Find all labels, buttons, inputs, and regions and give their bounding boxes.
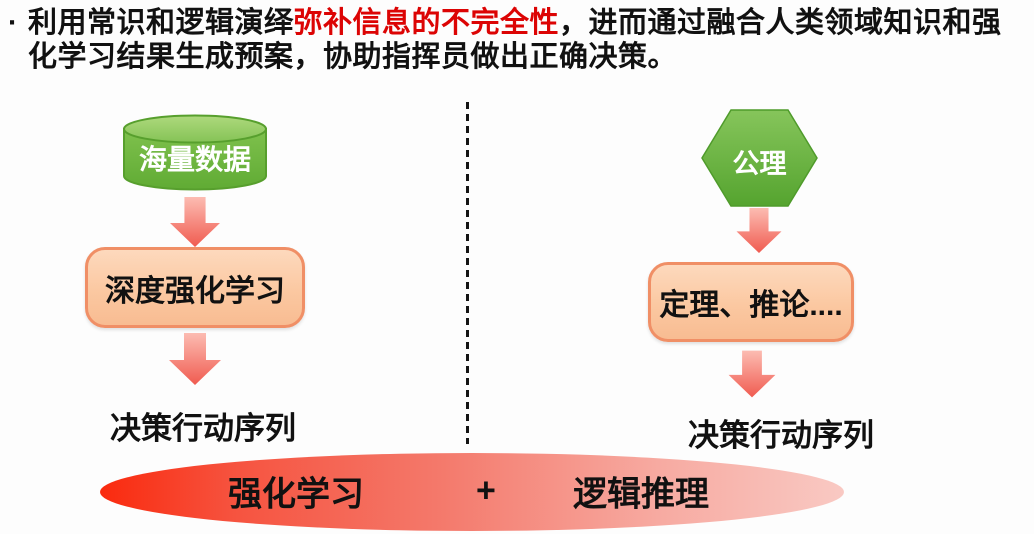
theorem-box-label: 定理、推论.... [659, 289, 843, 322]
plus-sign: + [476, 471, 496, 510]
drl-box-label: 深度强化学习 [105, 274, 285, 308]
right-output-label: 决策行动序列 [688, 418, 874, 453]
intro-paragraph: · 利用常识和逻辑演绎弥补信息的不完全性，进而通过融合人类领域知识和强 化学习结… [8, 6, 1028, 74]
dashed-divider-line [466, 102, 469, 444]
cylinder-label: 海量数据 [138, 144, 251, 175]
axiom-hexagon: 公理 [701, 109, 818, 207]
summary-right-label: 逻辑推理 [573, 475, 709, 514]
cylinder-shape-icon [123, 114, 267, 191]
hexagon-label: 公理 [732, 149, 787, 179]
drl-box: 深度强化学习 [85, 247, 305, 328]
down-arrow-icon [165, 197, 225, 247]
down-arrow-icon [725, 347, 779, 401]
down-arrow-icon [165, 331, 225, 387]
down-arrow-icon [732, 208, 786, 253]
bullet-dot: · [8, 7, 18, 39]
intro-red-emphasis: 弥补信息的不完全性 [293, 7, 560, 39]
intro-lines: 利用常识和逻辑演绎弥补信息的不完全性，进而通过融合人类领域知识和强 化学习结果生… [28, 6, 1028, 74]
summary-left-label: 强化学习 [228, 475, 364, 514]
intro-line1-rest: ，进而通过融合人类领域知识和强 [559, 7, 1002, 39]
intro-line-1: 利用常识和逻辑演绎弥补信息的不完全性，进而通过融合人类领域知识和强 [28, 6, 1028, 40]
data-cylinder: 海量数据 [122, 114, 268, 192]
theorem-box: 定理、推论.... [648, 262, 854, 342]
intro-line-2: 化学习结果生成预案，协助指挥员做出正确决策。 [28, 41, 678, 73]
hexagon-shape-icon [701, 109, 818, 207]
left-output-label: 决策行动序列 [110, 411, 296, 446]
summary-ellipse: 强化学习 + 逻辑推理 [100, 453, 844, 531]
intro-line1-start: 利用常识和逻辑演绎 [28, 7, 294, 39]
